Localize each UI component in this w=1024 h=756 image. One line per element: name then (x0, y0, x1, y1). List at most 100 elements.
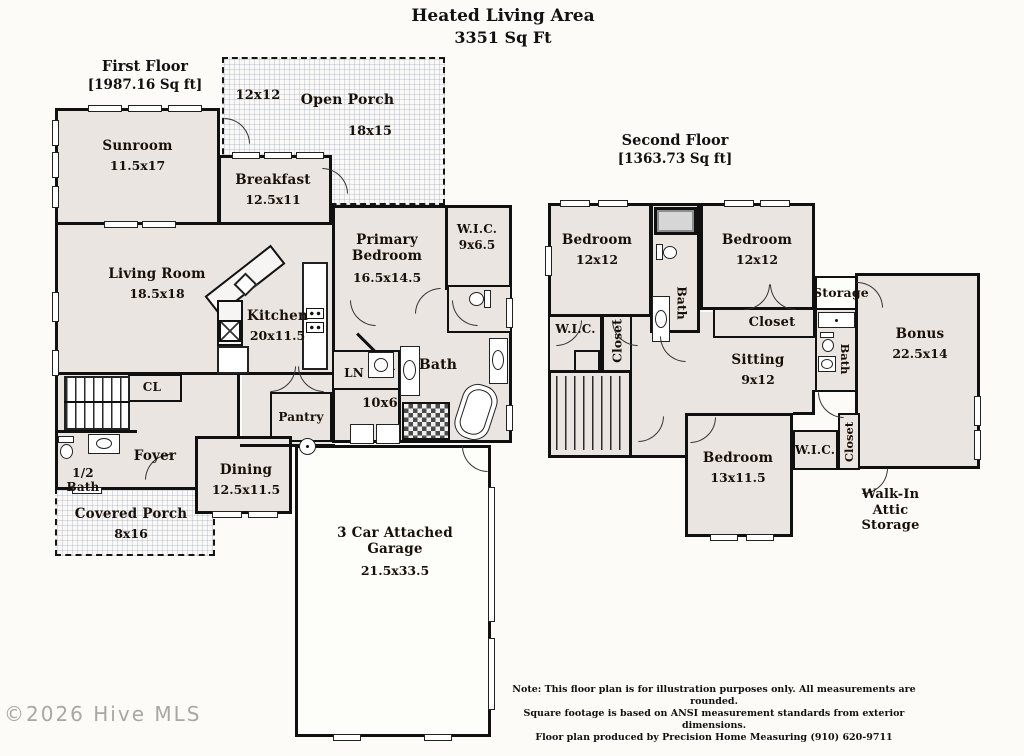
mls-watermark: ©2026 Hive MLS (4, 702, 202, 726)
label-open-porch: Open Porch (300, 92, 395, 108)
window (333, 734, 361, 741)
label-attic-storage: Walk-In Attic Storage (861, 487, 920, 534)
wall (445, 205, 448, 290)
stair-treads-second (556, 376, 624, 450)
title-line2: 3351 Sq Ft (454, 28, 552, 47)
second-floor-name: Second Floor (621, 132, 729, 149)
wic-notch (574, 350, 600, 372)
label-sitting: Sitting 9x12 (731, 352, 785, 388)
label-closet-right: Closet (748, 315, 796, 330)
window (598, 200, 628, 207)
toilet-tank (656, 244, 663, 260)
label-bath-shared: Bath (674, 286, 690, 320)
room-sunroom (55, 108, 220, 225)
sink-basin (655, 310, 667, 328)
window (52, 292, 59, 322)
water-heater-dot (306, 445, 309, 448)
label-open-porch-dims: 18x15 (348, 124, 392, 139)
window (760, 200, 790, 207)
toilet-tank (58, 436, 74, 443)
sink-basin (96, 438, 112, 449)
wall (793, 412, 815, 415)
toilet-bowl (822, 339, 834, 352)
window (264, 152, 292, 159)
second-floor-heading: Second Floor [1363.73 Sq ft] (588, 132, 762, 167)
window (142, 221, 176, 228)
sink-basin (403, 360, 416, 380)
first-floor-sqft: [1987.16 Sq ft] (87, 77, 203, 93)
window (104, 221, 138, 228)
room-closet-cl (128, 374, 182, 402)
note-line3: Floor plan produced by Precision Home Me… (535, 732, 893, 743)
label-bath-primary: Bath (418, 357, 458, 373)
first-floor-heading: First Floor [1987.16 Sq ft] (63, 58, 227, 93)
label-closet-cl: CL (142, 380, 162, 394)
label-hall-dims: 10x6 (362, 396, 398, 411)
label-dining: Dining 12.5x11.5 (211, 462, 281, 498)
window (52, 152, 59, 178)
room-closet-right (713, 308, 815, 338)
label-covered-porch: Covered Porch 8x16 (74, 506, 188, 542)
room-bedroom-left (548, 203, 652, 317)
dishwasher-icon (219, 320, 241, 342)
label-closet-left: Closet (609, 319, 625, 363)
note-line1: Note: This floor plan is for illustratio… (512, 684, 916, 707)
wall (812, 390, 815, 415)
stove-burners-icon (306, 322, 324, 333)
sink-basin (821, 359, 833, 369)
room-garage (295, 445, 491, 737)
label-living-room: Living Room 18.5x18 (108, 266, 206, 302)
toilet-tank (820, 332, 834, 338)
room-closet-back (838, 413, 860, 470)
wall (55, 430, 137, 433)
door-arc (818, 392, 844, 418)
wall (398, 350, 401, 443)
window (52, 350, 59, 376)
utility-box-icon (376, 424, 400, 444)
window (424, 734, 452, 741)
window (168, 105, 202, 112)
label-pantry: Pantry (278, 410, 324, 424)
room-breakfast (218, 155, 332, 228)
window (128, 105, 162, 112)
first-floor-name: First Floor (101, 58, 189, 75)
washer-icon (368, 352, 394, 378)
tiled-shower-icon (402, 402, 450, 440)
window (974, 396, 981, 426)
wall (240, 444, 335, 447)
shelf-dot (835, 319, 838, 322)
window (248, 511, 278, 518)
label-wic-left: W.I.C. (555, 322, 596, 336)
label-sunroom: Sunroom 11.5x17 (102, 138, 173, 174)
label-breakfast: Breakfast 12.5x11 (235, 172, 311, 208)
label-half-bath: 1/2 Bath (66, 466, 100, 495)
toilet-tank (484, 290, 491, 308)
toilet-bowl (663, 246, 677, 259)
room-pantry (270, 392, 332, 442)
window (974, 430, 981, 460)
window (72, 487, 102, 494)
label-garage: 3 Car Attached Garage 21.5x33.5 (337, 525, 453, 579)
label-wic-back: W.I.C. (794, 443, 836, 457)
window (52, 186, 59, 208)
window (746, 534, 774, 541)
sink-basin (492, 350, 504, 370)
window (488, 638, 495, 710)
label-bedroom-right: Bedroom 12x12 (721, 232, 793, 268)
room-bedroom-back (685, 413, 793, 537)
utility-box-icon (350, 424, 374, 444)
window (506, 298, 513, 328)
note-line2: Square footage is based on ANSI measurem… (523, 708, 905, 731)
stair-treads (66, 378, 128, 428)
label-bedroom-back: Bedroom 13x11.5 (702, 450, 774, 486)
window (506, 405, 513, 431)
window (545, 246, 552, 276)
label-laundry: LN (344, 366, 364, 380)
window (560, 200, 590, 207)
window (232, 152, 260, 159)
label-bonus: Bonus 22.5x14 (892, 326, 948, 362)
window (724, 200, 754, 207)
page-title: Heated Living Area 3351 Sq Ft (375, 6, 631, 47)
stove-burners-icon (306, 308, 324, 319)
